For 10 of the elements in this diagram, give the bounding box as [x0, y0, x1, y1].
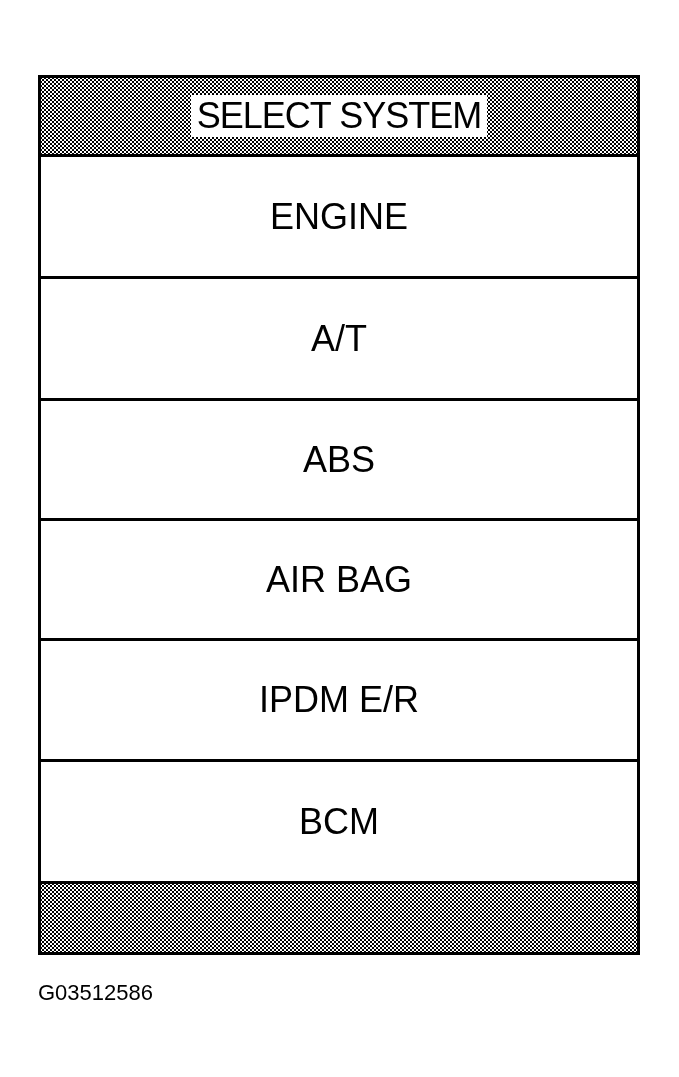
header-band [41, 78, 637, 154]
menu-title: SELECT SYSTEM [190, 95, 488, 137]
menu-item: A/T [311, 317, 367, 360]
menu-item: IPDM E/R [259, 679, 419, 721]
menu-item: ABS [302, 438, 375, 481]
menu-item: ENGINE [270, 195, 408, 238]
menu-item: AIR BAG [265, 558, 412, 601]
footer-band [41, 881, 637, 952]
figure-code: G03512586 [38, 980, 153, 1006]
menu-item: BCM [299, 800, 379, 843]
